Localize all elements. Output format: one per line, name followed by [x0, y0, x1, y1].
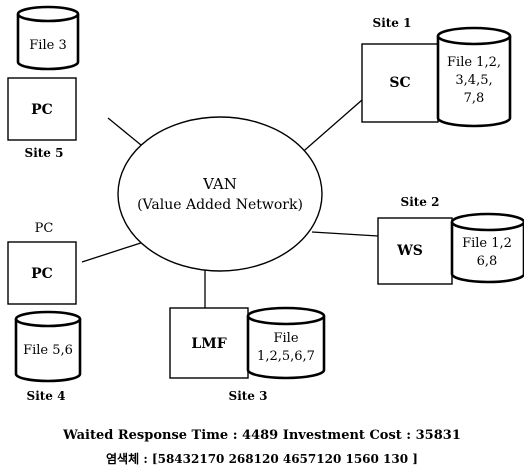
van-subtitle: (Value Added Network): [137, 197, 303, 213]
site2-ws-box: [377, 217, 453, 285]
site2-files-line1: File 1,2: [462, 236, 512, 251]
site1-files-line2: 3,4,5,: [455, 73, 492, 88]
site3-node-label: LMF: [191, 336, 226, 352]
site2-file-cylinder: [450, 212, 524, 284]
site2-files-line2: 6,8: [477, 254, 498, 269]
footer-chromosome: 염색체 : [58432170 268120 4657120 1560 130 …: [106, 452, 418, 466]
site1-node-label: SC: [389, 75, 410, 91]
site1-files-line1: File 1,2,: [447, 55, 501, 70]
site4-files: File 5,6: [23, 343, 73, 358]
site4-pc-box: [7, 241, 77, 305]
site1-files-line3: 7,8: [464, 91, 485, 106]
site2-label: Site 2: [401, 195, 440, 209]
site3-lmf-box: [169, 307, 249, 379]
site4-caption: PC: [35, 221, 54, 236]
site1-label: Site 1: [373, 16, 412, 30]
footer-metrics: Waited Response Time : 4489 Investment C…: [63, 428, 461, 443]
link-site2: [311, 231, 379, 237]
link-site4: [81, 239, 151, 263]
site3-files-line1: File: [273, 331, 298, 346]
site5-files: File 3: [29, 38, 66, 53]
site5-label: Site 5: [25, 146, 64, 160]
site4-file-cylinder: [14, 310, 82, 383]
site5-node-label: PC: [31, 102, 53, 118]
site1-sc-box: [361, 43, 439, 123]
site4-label: Site 4: [27, 389, 66, 403]
van-title: VAN: [202, 175, 237, 193]
site3-files-line2: 1,2,5,6,7: [257, 349, 315, 364]
site3-label: Site 3: [229, 389, 268, 403]
site5-pc-box: [7, 77, 77, 141]
site3-file-cylinder: [246, 306, 326, 380]
site5-file-cylinder: [16, 5, 80, 71]
link-site1: [297, 99, 363, 157]
site4-node-label: PC: [31, 266, 53, 282]
site2-node-label: WS: [396, 243, 423, 259]
van-network: [117, 116, 323, 272]
site1-file-cylinder: [436, 26, 512, 128]
